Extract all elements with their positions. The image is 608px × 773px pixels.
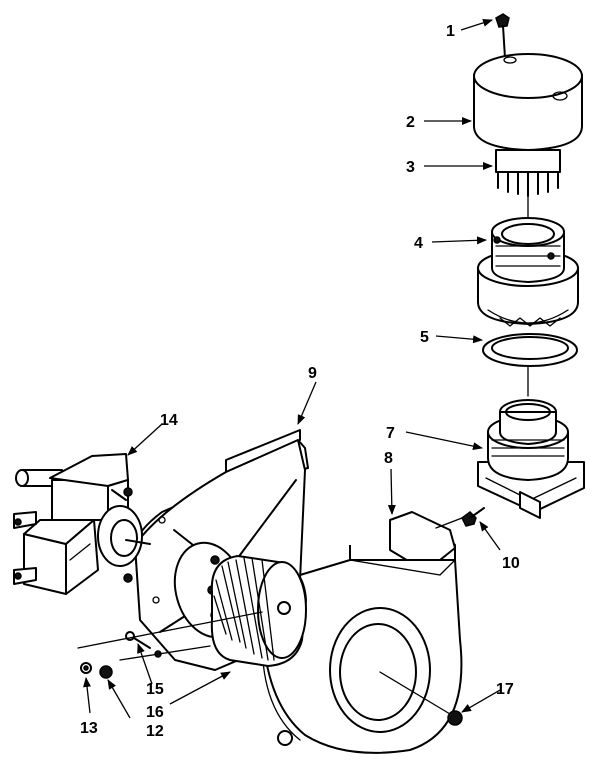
part-14-motor [13, 453, 151, 595]
callout-7: 7 [386, 425, 395, 442]
part-12-nut [99, 665, 113, 679]
callout-10: 10 [502, 555, 520, 572]
callout-8: 8 [384, 450, 393, 467]
callout-5: 5 [420, 329, 429, 346]
part-4-collar [477, 217, 579, 327]
callout-3: 3 [406, 159, 415, 176]
part-17-nut [379, 671, 463, 726]
part-8-blower-housing [260, 511, 463, 754]
callout-13: 13 [80, 720, 98, 737]
callout-16: 16 [146, 704, 164, 721]
callout-14: 14 [160, 412, 178, 429]
callout-4: 4 [414, 235, 423, 252]
part-1-screw [495, 13, 510, 59]
callout-1: 1 [446, 23, 455, 40]
callout-2: 2 [406, 114, 415, 131]
callout-12: 12 [146, 723, 164, 740]
blower-wheel [210, 555, 307, 667]
callout-labels: 1 2 3 4 5 7 8 9 10 12 13 14 15 16 17 [80, 23, 520, 740]
part-2-cap [473, 53, 583, 151]
callout-9: 9 [308, 365, 317, 382]
part-5-gasket [482, 333, 578, 397]
part-3-connector [495, 149, 561, 221]
part-13-washer [80, 662, 92, 674]
callout-17: 17 [496, 681, 514, 698]
part-7-lower-housing [477, 399, 585, 519]
part-10-screw [435, 507, 485, 529]
callout-15: 15 [146, 681, 164, 698]
callout-leaders [83, 18, 501, 719]
